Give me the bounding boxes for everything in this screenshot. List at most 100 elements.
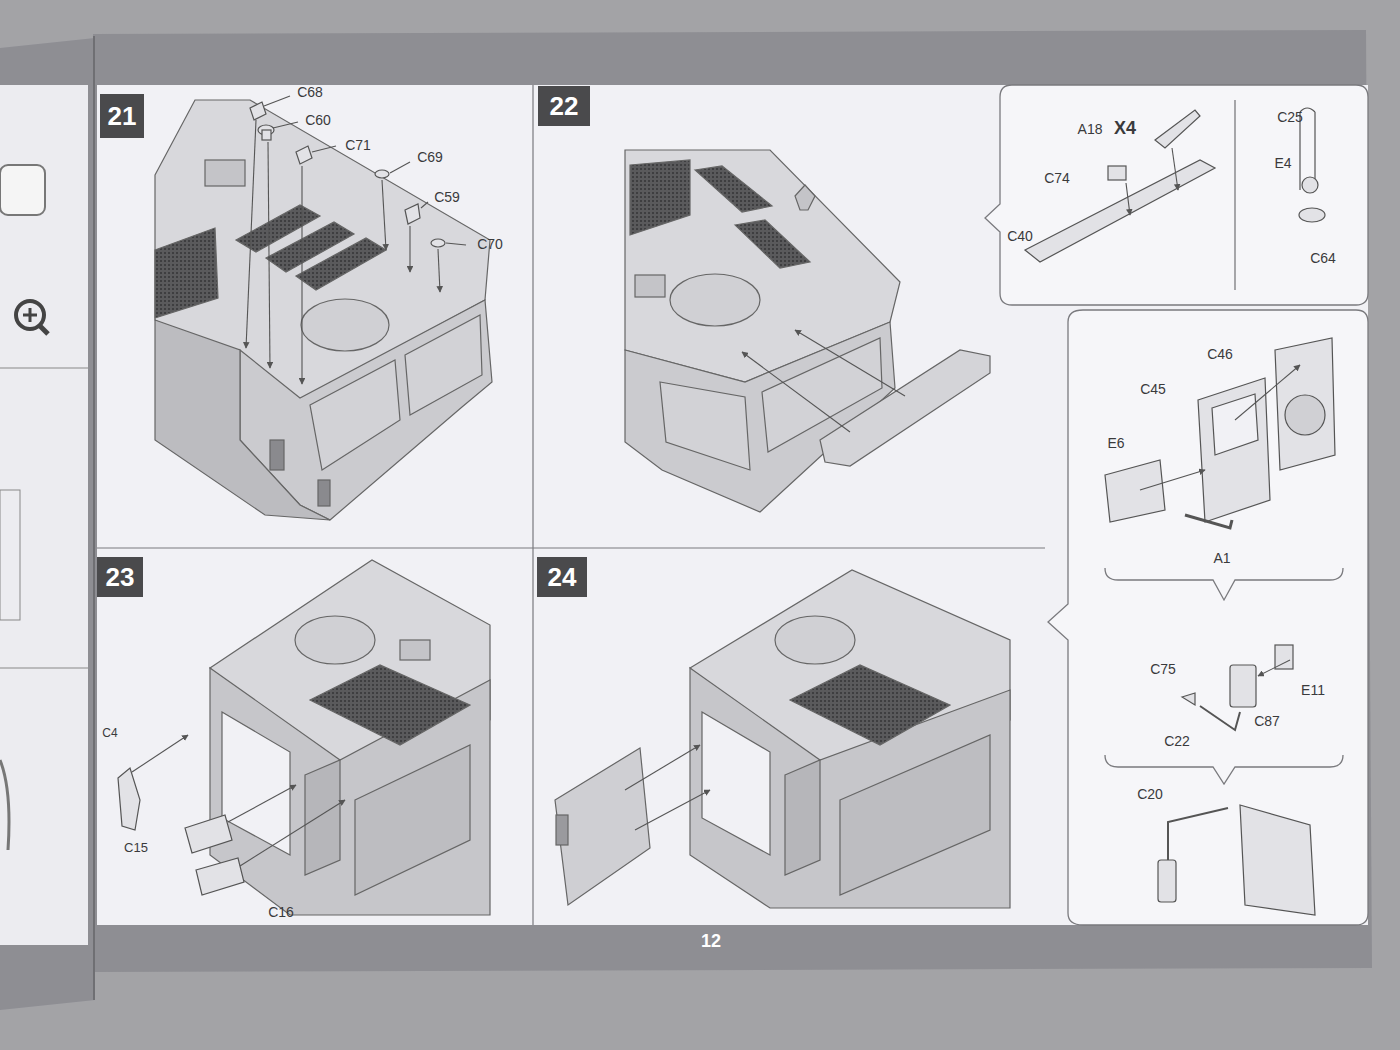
booklet	[0, 38, 95, 1010]
part-piece	[1275, 338, 1335, 470]
vehicle-hull	[210, 560, 490, 915]
part-piece	[1168, 808, 1228, 860]
part-piece	[431, 239, 445, 247]
part-piece	[1105, 460, 1165, 522]
part-number: C69	[417, 150, 443, 164]
leader-line	[1172, 148, 1178, 190]
step-number-text: 22	[550, 93, 579, 119]
left-page-detail	[0, 760, 9, 850]
part-piece	[118, 768, 140, 830]
part-number: A18	[1078, 122, 1103, 136]
vehicle-hull	[305, 760, 340, 875]
vehicle-hull	[820, 350, 990, 466]
part-piece	[250, 102, 266, 120]
part-number: C22	[1164, 734, 1190, 748]
part-number: C60	[305, 113, 331, 127]
vehicle-hull	[840, 735, 990, 895]
vehicle-hull	[310, 360, 400, 470]
vehicle-hull	[155, 320, 330, 520]
part-piece	[1185, 515, 1232, 528]
panel-grid	[97, 85, 1045, 925]
step-number: 21	[100, 94, 144, 138]
step-number-text: 21	[108, 103, 137, 129]
part-number: C15	[124, 841, 148, 854]
part-piece	[250, 102, 445, 247]
part-number: C40	[1007, 229, 1033, 243]
leader-line	[1140, 470, 1205, 490]
callout-bubble	[985, 85, 1368, 305]
part-piece	[375, 170, 389, 178]
leader-line	[228, 785, 296, 822]
part-number: A1	[1213, 551, 1230, 565]
leader-line	[635, 790, 710, 830]
part-number: C70	[477, 237, 503, 251]
part-number: C45	[1140, 382, 1166, 396]
part-piece	[196, 858, 244, 895]
left-page-detail	[0, 165, 88, 850]
vehicle-hull	[785, 760, 820, 875]
part-number: C68	[297, 85, 323, 99]
left-page-detail	[40, 326, 48, 334]
vehicle-hull	[296, 238, 386, 290]
leader-line	[409, 226, 410, 272]
part-number: C20	[1137, 787, 1163, 801]
leader-line	[1258, 660, 1290, 676]
vehicle-hull	[625, 322, 895, 512]
booklet	[93, 36, 95, 1000]
part-piece	[1025, 160, 1215, 262]
part-piece	[1212, 394, 1258, 455]
part-number: C74	[1044, 171, 1070, 185]
leader-line	[742, 330, 905, 432]
vehicle-hull	[630, 160, 690, 235]
leader-line	[1126, 148, 1300, 676]
left-page-detail	[16, 301, 44, 329]
leader-line	[268, 142, 270, 368]
leader-line	[438, 249, 440, 292]
part-piece	[262, 130, 271, 140]
leader-line	[625, 745, 710, 830]
leader-line	[246, 120, 256, 348]
panel-grid	[532, 85, 533, 925]
left-page-detail	[0, 490, 20, 620]
leader-line	[312, 146, 336, 152]
leader-line	[382, 180, 386, 250]
leader-line	[246, 96, 466, 384]
vehicle-hull	[205, 160, 245, 186]
leader-line	[273, 122, 298, 128]
callout-bubble	[1105, 568, 1343, 600]
leader-line	[1126, 183, 1130, 215]
callout-bubble	[1105, 755, 1343, 784]
leader-line	[132, 735, 188, 772]
vehicle-hull	[155, 100, 492, 520]
part-piece	[1025, 108, 1335, 915]
vehicle-hull	[660, 382, 750, 470]
part-piece	[1182, 693, 1195, 705]
booklet	[93, 30, 1372, 972]
callout-bubble	[985, 85, 1368, 925]
leader-line	[390, 162, 410, 173]
left-page-detail	[0, 668, 88, 669]
leader-line	[264, 96, 290, 106]
vehicle-hull	[775, 616, 855, 664]
part-piece	[1155, 110, 1200, 148]
vehicle-hull	[222, 712, 290, 855]
leader-line	[132, 735, 345, 866]
vehicle-hull	[790, 665, 950, 745]
vehicle-hull	[670, 274, 760, 326]
vehicle-hull	[270, 440, 284, 470]
part-piece	[1275, 645, 1293, 669]
part-number: C4	[102, 727, 117, 739]
vehicle-hull	[295, 616, 375, 664]
vehicle-hull	[555, 570, 1010, 908]
callout-bubble	[1048, 310, 1368, 925]
part-number: C46	[1207, 347, 1233, 361]
part-number: C16	[268, 905, 294, 919]
part-piece	[1285, 395, 1325, 435]
part-number: X4	[1114, 119, 1136, 137]
part-number: E11	[1301, 683, 1325, 697]
vehicle-hull	[625, 150, 990, 512]
vehicle-hull	[735, 220, 810, 268]
vehicle-hull	[400, 640, 430, 660]
part-piece	[1200, 706, 1240, 730]
